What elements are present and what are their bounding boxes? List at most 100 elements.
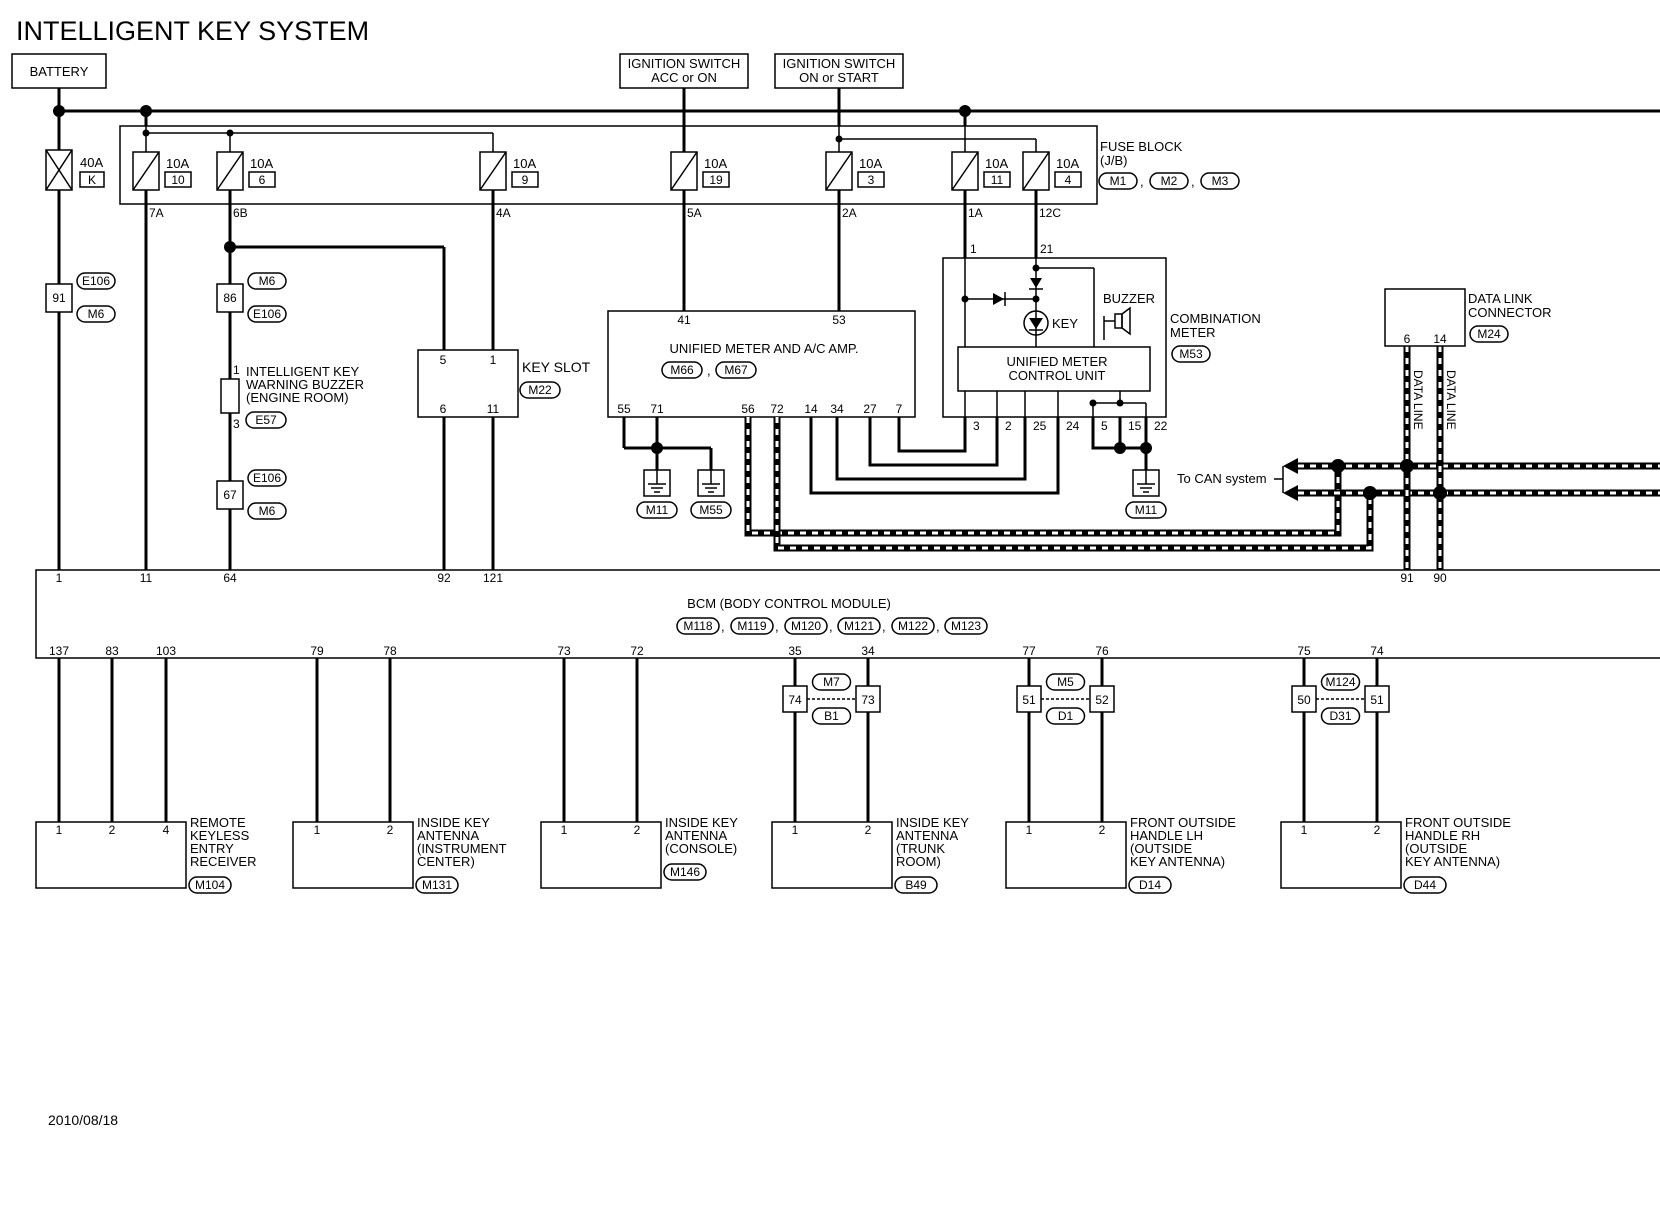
bcm-pin-top: 90 — [1433, 571, 1447, 585]
component-connector-label: B49 — [905, 878, 927, 892]
svg-text:11: 11 — [487, 402, 500, 416]
amp-meter-harness — [809, 417, 1060, 495]
inline-pin: 52 — [1095, 693, 1109, 707]
meter-pin: 15 — [1128, 419, 1142, 433]
svg-text:,: , — [707, 363, 711, 378]
ground-connector-label: M11 — [1135, 503, 1158, 517]
component-label: INSIDE KEY — [896, 815, 969, 830]
component-pin: 2 — [1374, 823, 1381, 837]
bcm-pin-bottom: 83 — [105, 644, 119, 658]
svg-text:6: 6 — [440, 402, 447, 416]
svg-text:UNIFIED METER AND A/C AMP.: UNIFIED METER AND A/C AMP. — [669, 341, 858, 356]
fuse-number: 10 — [171, 173, 185, 187]
component-connector — [415, 876, 459, 894]
ground: M55 — [690, 469, 732, 519]
bcm-pin-bottom: 73 — [557, 644, 571, 658]
svg-text:COMBINATION: COMBINATION — [1170, 311, 1261, 326]
bcm-connectors: M118,M119,M120,M121,M122,M123 — [676, 617, 988, 635]
svg-text:METER: METER — [1170, 325, 1216, 340]
component-label: FRONT OUTSIDE — [1130, 815, 1236, 830]
bcm-connector — [784, 617, 828, 635]
amp-pin: 27 — [863, 402, 877, 416]
joint-top-label: E106 — [253, 471, 281, 485]
fuse-block-connector — [1098, 172, 1138, 190]
fusible-link: 40A K — [45, 111, 105, 191]
svg-text:41: 41 — [677, 313, 691, 327]
svg-text:M66: M66 — [670, 363, 694, 377]
separator: , — [775, 619, 779, 634]
fuse-amp: 10A — [166, 156, 189, 171]
component-label: ANTENNA — [417, 828, 479, 843]
fuse-terminal: 7A — [149, 206, 164, 220]
joint-pin: 86 — [223, 291, 237, 305]
component-connector — [188, 876, 232, 894]
svg-text:KEY SLOT: KEY SLOT — [522, 359, 591, 375]
svg-text:14: 14 — [1433, 332, 1447, 346]
svg-text:ON or START: ON or START — [799, 70, 879, 85]
bcm-connector — [730, 617, 774, 635]
meter-pin: 3 — [973, 419, 980, 433]
ground: M11 — [636, 469, 678, 519]
bcm-pin-bottom: 137 — [49, 644, 69, 658]
component-pin: 1 — [314, 823, 321, 837]
svg-text:40A: 40A — [80, 155, 103, 170]
ignition-switch-acc: IGNITION SWITCH ACC or ON — [619, 53, 749, 89]
unified-meter-ac-amp: 41 53 UNIFIED METER AND A/C AMP. M66 , M… — [607, 190, 916, 418]
svg-text:M24: M24 — [1477, 327, 1501, 341]
component-pin: 1 — [56, 823, 63, 837]
bcm-pin-bottom: 74 — [1370, 644, 1384, 658]
amp-pin: 55 — [617, 402, 631, 416]
component-connector — [1403, 876, 1447, 894]
component-pin: 2 — [1099, 823, 1106, 837]
amp-grounds — [622, 417, 713, 470]
component-label: REMOTE — [190, 815, 246, 830]
inline-bottom — [1320, 707, 1361, 725]
svg-text:3: 3 — [233, 417, 240, 431]
component-pin: 2 — [387, 823, 394, 837]
svg-text:1: 1 — [970, 242, 977, 256]
component-label: HANDLE LH — [1130, 828, 1203, 843]
component-label: ANTENNA — [665, 828, 727, 843]
ground-connector — [1125, 501, 1167, 519]
fuse-amp: 10A — [250, 156, 273, 171]
amp-pin: 34 — [830, 402, 844, 416]
meter-ground-wires — [1091, 417, 1152, 470]
joint-bottom-label: M6 — [88, 307, 105, 321]
fuse-block-connector-label: M1 — [1110, 174, 1127, 188]
joint-bottom — [76, 305, 116, 323]
component-connector — [1128, 876, 1172, 894]
inline-pin: 51 — [1370, 693, 1384, 707]
svg-text:INTELLIGENT KEY: INTELLIGENT KEY — [246, 364, 360, 379]
fuse-block-connector-label: M2 — [1161, 174, 1178, 188]
fuse-terminal: 1A — [968, 206, 983, 220]
component-connector — [894, 876, 938, 894]
component-pin: 1 — [561, 823, 568, 837]
fuse-group: 10A107A10A66B10A94A10A195A10A32A10A111A1… — [132, 151, 1082, 220]
fuse-amp: 10A — [1056, 156, 1079, 171]
ground-connector-label: M55 — [699, 503, 723, 517]
bcm-pin-bottom: 75 — [1297, 644, 1311, 658]
joint-top — [247, 272, 287, 290]
inline-top — [811, 673, 852, 691]
bcm-connector-label: M123 — [951, 619, 981, 633]
separator: , — [829, 619, 833, 634]
component-label: (OUTSIDE — [1130, 841, 1192, 856]
svg-text:BUZZER: BUZZER — [1103, 291, 1155, 306]
bcm-pin-top: 91 — [1400, 571, 1414, 585]
joint-bottom-label: M6 — [259, 504, 276, 518]
component-label: ROOM) — [896, 854, 941, 869]
component-label: KEY ANTENNA) — [1405, 854, 1500, 869]
svg-text:E57: E57 — [255, 413, 277, 427]
diagram-date: 2010/08/18 — [48, 1112, 118, 1128]
component-pin: 1 — [1026, 823, 1033, 837]
svg-text:1: 1 — [233, 363, 240, 377]
inline-bottom-label: D1 — [1058, 709, 1074, 723]
